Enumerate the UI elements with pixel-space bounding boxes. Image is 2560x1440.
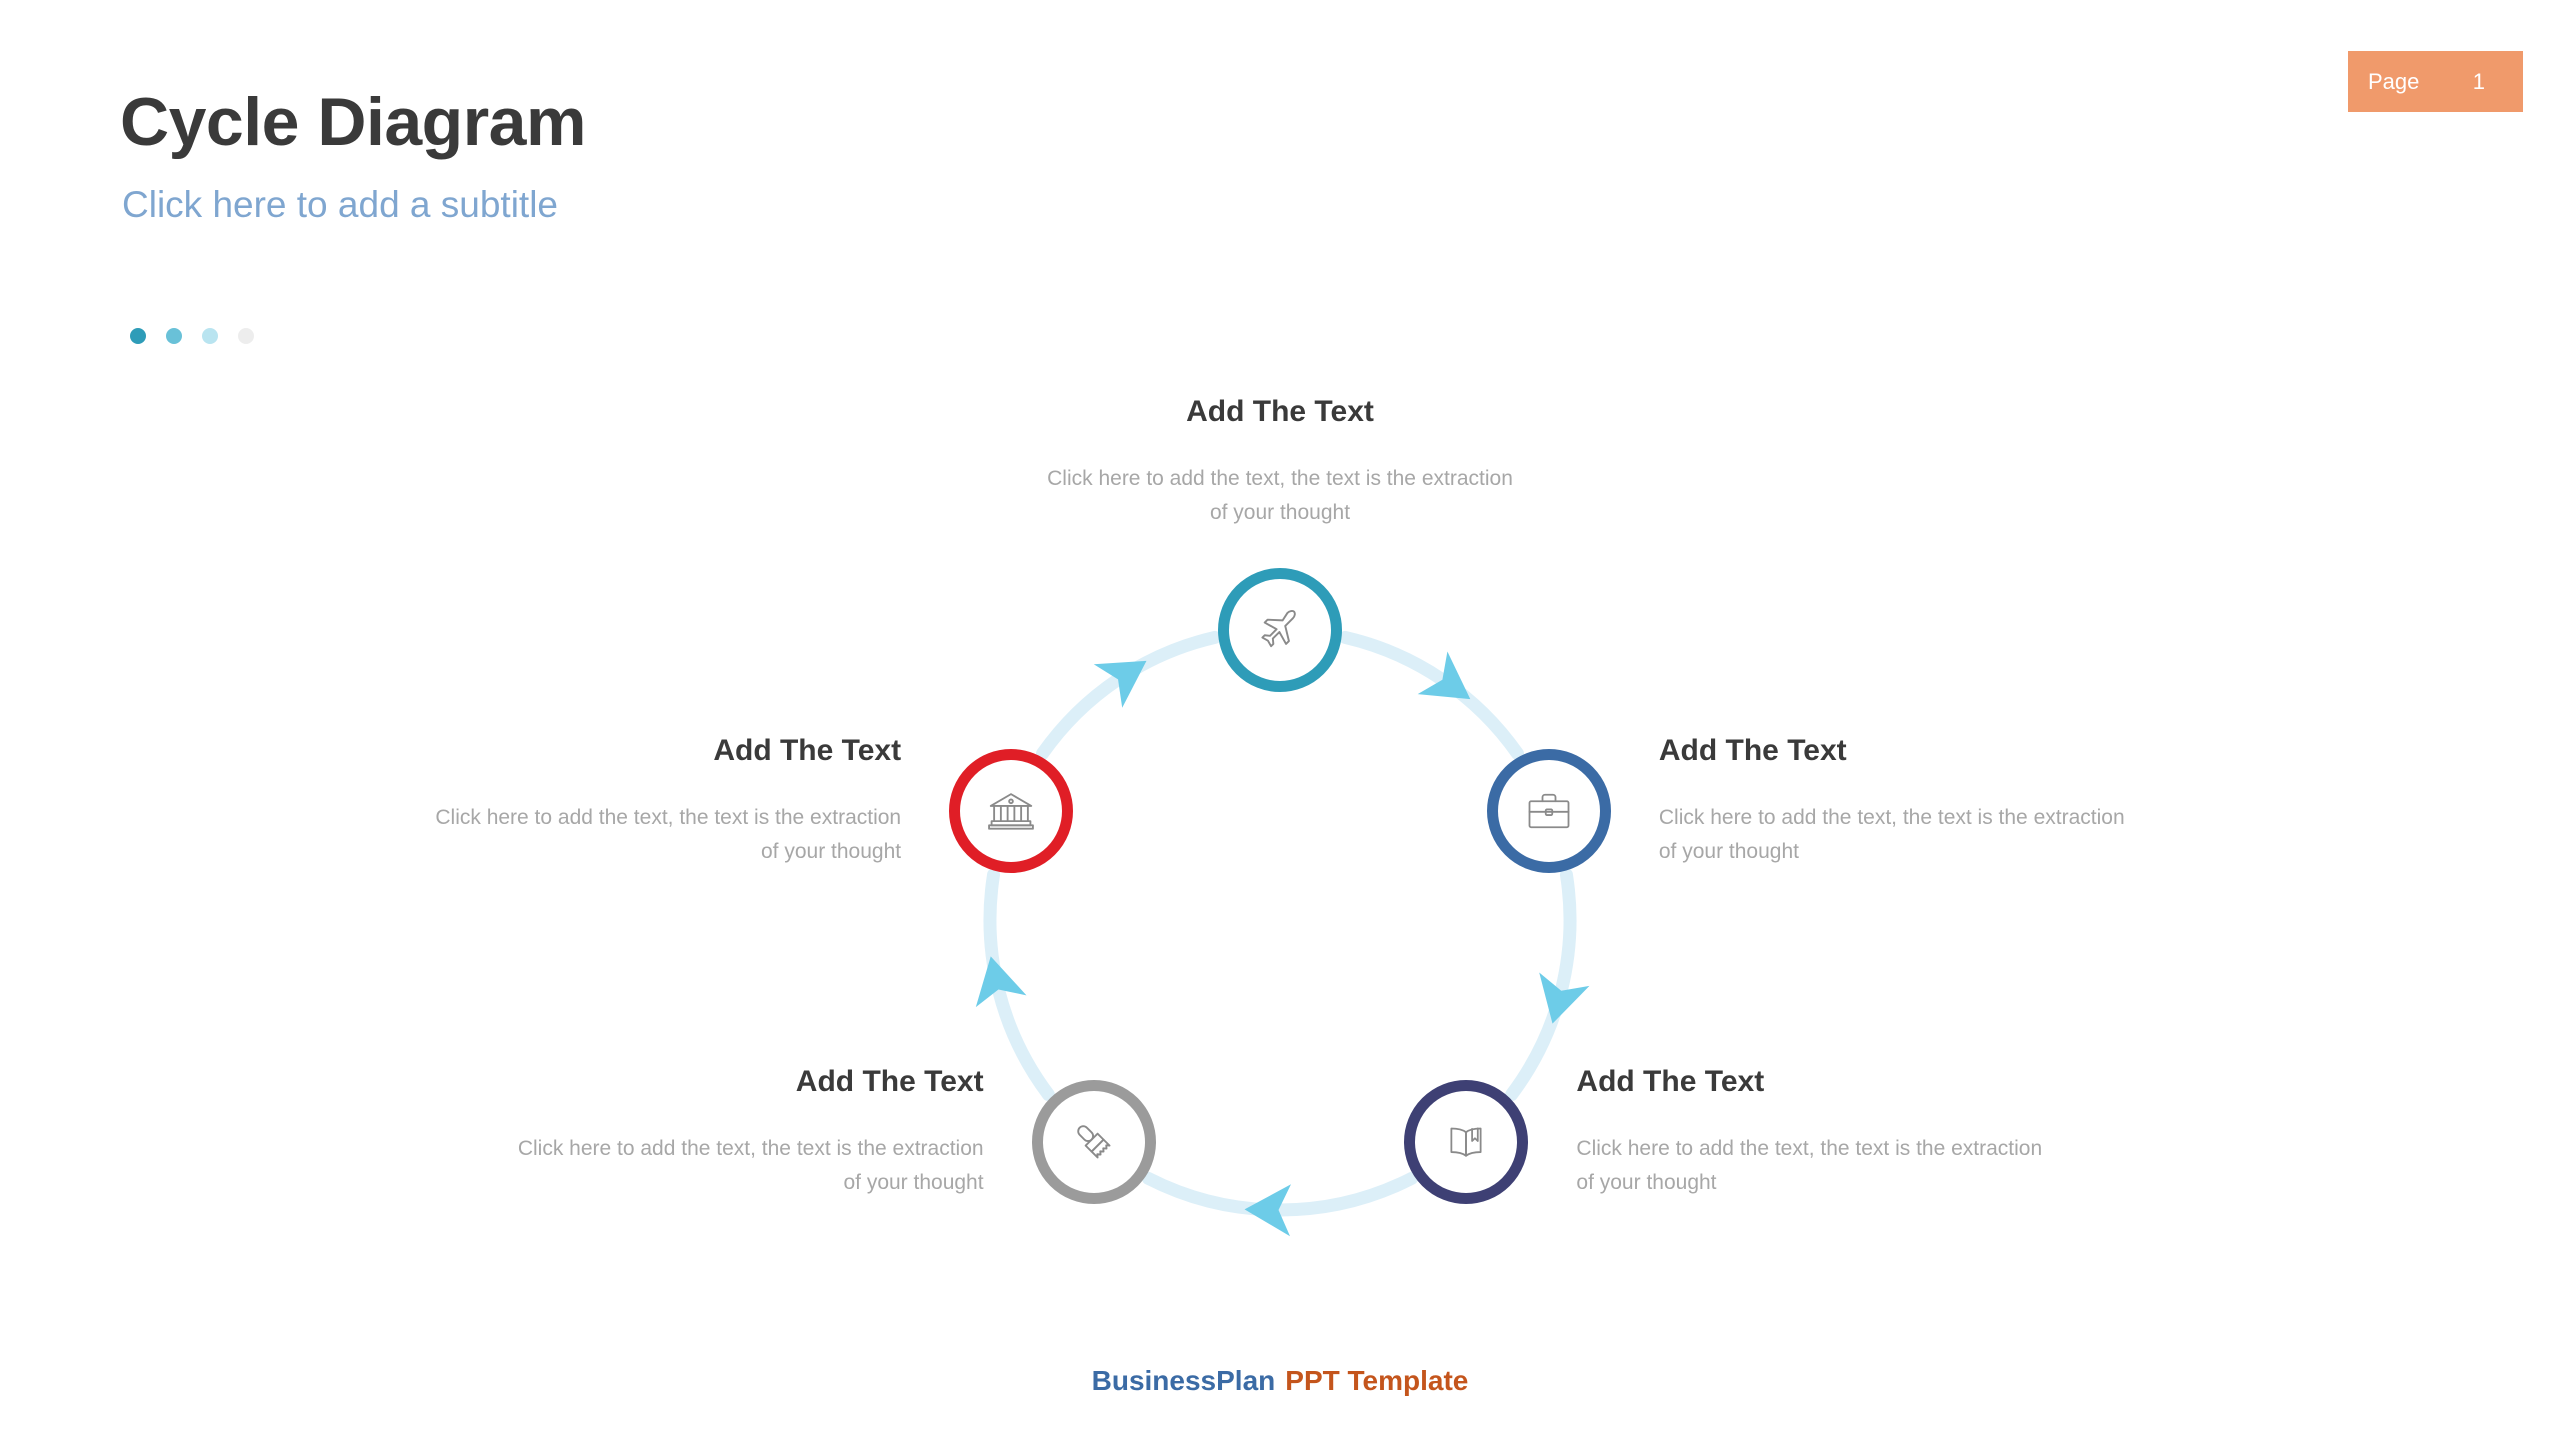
cycle-heading-left: Add The Text [713, 734, 902, 768]
cycle-track [975, 630, 1590, 1237]
briefcase-icon [1523, 785, 1575, 837]
page-title: Cycle Diagram [120, 84, 586, 160]
cycle-node-bottom-right[interactable] [1404, 1080, 1529, 1205]
progress-dot-4[interactable] [238, 328, 254, 344]
progress-dots [130, 328, 254, 344]
cycle-node-bottom-left[interactable] [1031, 1080, 1156, 1205]
cycle-body-left: Click here to add the text, the text is … [435, 806, 902, 864]
page-badge-number: 1 [2472, 68, 2485, 94]
paintbrush-icon [1067, 1115, 1121, 1169]
cycle-node-right[interactable] [1486, 749, 1611, 874]
cycle-heading-bottom-right: Add The Text [1576, 1065, 1765, 1099]
cycle-body-bottom-right: Click here to add the text, the text is … [1576, 1137, 2043, 1195]
cycle-body-bottom-left: Click here to add the text, the text is … [517, 1137, 984, 1195]
cycle-text-top: Add The Text Click here to add the text,… [1045, 395, 1515, 530]
cycle-body-top: Click here to add the text, the text is … [1047, 467, 1513, 525]
page-badge-label: Page [2368, 68, 2420, 94]
brand-primary: BusinessPlan [1091, 1365, 1276, 1396]
progress-dot-1[interactable] [130, 328, 146, 344]
cycle-node-left[interactable] [949, 749, 1074, 874]
cycle-heading-right: Add The Text [1658, 734, 1847, 768]
page-badge[interactable]: Page 1 [2348, 51, 2523, 112]
progress-dot-3[interactable] [202, 328, 218, 344]
bank-icon [984, 784, 1038, 838]
cycle-diagram [880, 520, 1680, 1320]
cycle-text-bottom-left: Add The Text Click here to add the text,… [514, 1065, 984, 1200]
cycle-node-top[interactable] [1218, 568, 1342, 692]
cycle-text-bottom-right: Add The Text Click here to add the text,… [1576, 1065, 2046, 1200]
cycle-heading-top: Add The Text [1186, 395, 1374, 428]
open-book-icon [1440, 1116, 1492, 1168]
cycle-body-right: Click here to add the text, the text is … [1658, 806, 2125, 864]
brand-secondary: PPT Template [1285, 1365, 1469, 1396]
cycle-heading-bottom-left: Add The Text [795, 1065, 984, 1099]
progress-dot-2[interactable] [166, 328, 182, 344]
cycle-text-left: Add The Text Click here to add the text,… [431, 734, 901, 869]
footer-brand: BusinessPlan PPT Template [0, 1365, 2560, 1397]
cycle-text-right: Add The Text Click here to add the text,… [1659, 734, 2129, 869]
airplane-icon [1252, 602, 1308, 658]
page-subtitle: Click here to add a subtitle [122, 184, 559, 225]
